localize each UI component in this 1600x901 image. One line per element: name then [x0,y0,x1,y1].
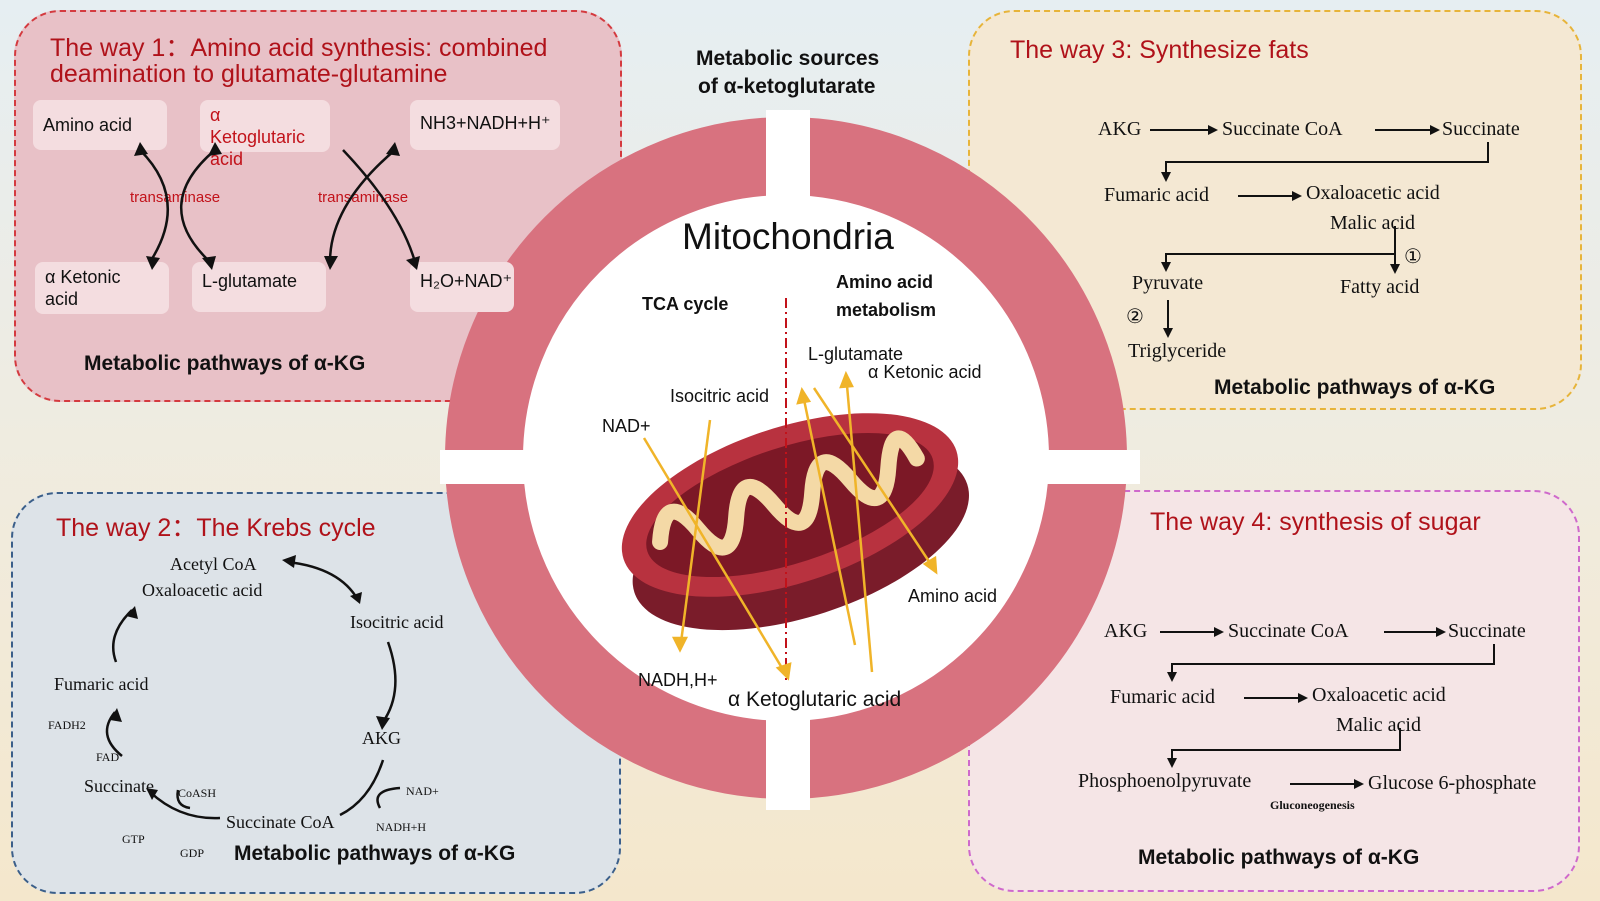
way4-gluconeogenesis: Gluconeogenesis [1270,798,1355,812]
mitochondria-title: Mitochondria [682,216,894,257]
way2-fadh2: FADH2 [48,718,86,732]
aa-metabolism-label-1: Amino acid [836,272,934,292]
way1-ketonic: α Ketonic acid [35,262,169,314]
way2-nad: NAD+ [406,784,439,798]
way3-footer: Metabolic pathways of α-KG [1214,376,1496,399]
way3-pyruvate: Pyruvate [1132,272,1204,294]
way4-fumaric: Fumaric acid [1110,686,1215,708]
way3-oxaloacetic: Oxaloacetic acid [1306,182,1440,204]
way1-enzyme-1: transaminase [130,189,221,206]
way1-title-1: The way 1：Amino acid synthesis: combined [50,34,548,62]
way1-h2o: H₂O+NAD⁺ [410,262,514,312]
way2-succinate: Succinate [84,776,154,796]
way2-nadh: NADH+H [376,820,427,834]
way3-succinyl: Succinate CoA [1222,118,1343,140]
center-isocitric: Isocitric acid [670,386,770,406]
way4-title: The way 4: synthesis of sugar [1150,508,1481,536]
aa-metabolism-label-2: metabolism [836,300,937,320]
center-nad: NAD+ [602,416,651,436]
way1-nh3: NH3+NADH+H⁺ [410,100,560,150]
way1-l-glutamate: L-glutamate [192,262,326,312]
center-amino-acid: Amino acid [908,586,998,606]
way3-circle2: ② [1126,306,1144,328]
way2-succinyl: Succinate CoA [226,812,335,832]
way3-fumaric: Fumaric acid [1104,184,1209,206]
way1-akg-line1: α Ketoglutaric [210,105,306,147]
way2-fad: FAD [96,750,120,764]
way2-fumaric: Fumaric acid [54,674,149,694]
center-nadh: NADH,H+ [638,670,718,690]
way2-gtp: GTP [122,832,145,846]
way1-akg: α Ketoglutaric acid [200,100,330,169]
way1-ketonic-line1: α Ketonic [45,267,121,287]
center-a-ketonic: α Ketonic acid [868,362,982,382]
way2-isocitric: Isocitric acid [350,612,444,632]
way2-title: The way 2：The Krebs cycle [56,514,376,542]
way1-amino-acid: Amino acid [33,100,167,150]
way3-akg: AKG [1098,118,1142,140]
way3-triglyceride: Triglyceride [1128,340,1227,362]
way4-footer: Metabolic pathways of α-KG [1138,846,1420,869]
way4-oxaloacetic: Oxaloacetic acid [1312,684,1446,706]
way4-pep: Phosphoenolpyruvate [1078,770,1252,792]
way3-succinate: Succinate [1442,118,1520,140]
way4-succinyl: Succinate CoA [1228,620,1349,642]
center-l-glutamate: L-glutamate [808,344,904,364]
way2-gdp: GDP [180,846,205,860]
center-akg: α Ketoglutaric acid [728,688,902,711]
way4-g6p: Glucose 6-phosphate [1368,772,1537,794]
way2-footer: Metabolic pathways of α-KG [234,842,516,865]
way3-circle1: ① [1404,246,1422,268]
center-heading-2: of α-ketoglutarate [698,75,876,98]
way1-footer: Metabolic pathways of α-KG [84,352,366,375]
way2-acetyl: Acetyl CoA [170,554,257,574]
way3-malic: Malic acid [1330,212,1415,234]
way4-akg: AKG [1104,620,1148,642]
tca-label: TCA cycle [642,294,729,314]
way2-oxaloacetic: Oxaloacetic acid [142,580,263,600]
center-heading-1: Metabolic sources [696,47,880,70]
way1-title-2: deamination to glutamate-glutamine [50,60,448,88]
way3-fatty: Fatty acid [1340,276,1420,298]
way3-title: The way 3: Synthesize fats [1010,36,1309,64]
way2-akg: AKG [362,728,401,748]
way4-succinate: Succinate [1448,620,1526,642]
way1-ketonic-line2: acid [45,289,79,309]
way2-coash: CoASH [178,786,217,800]
